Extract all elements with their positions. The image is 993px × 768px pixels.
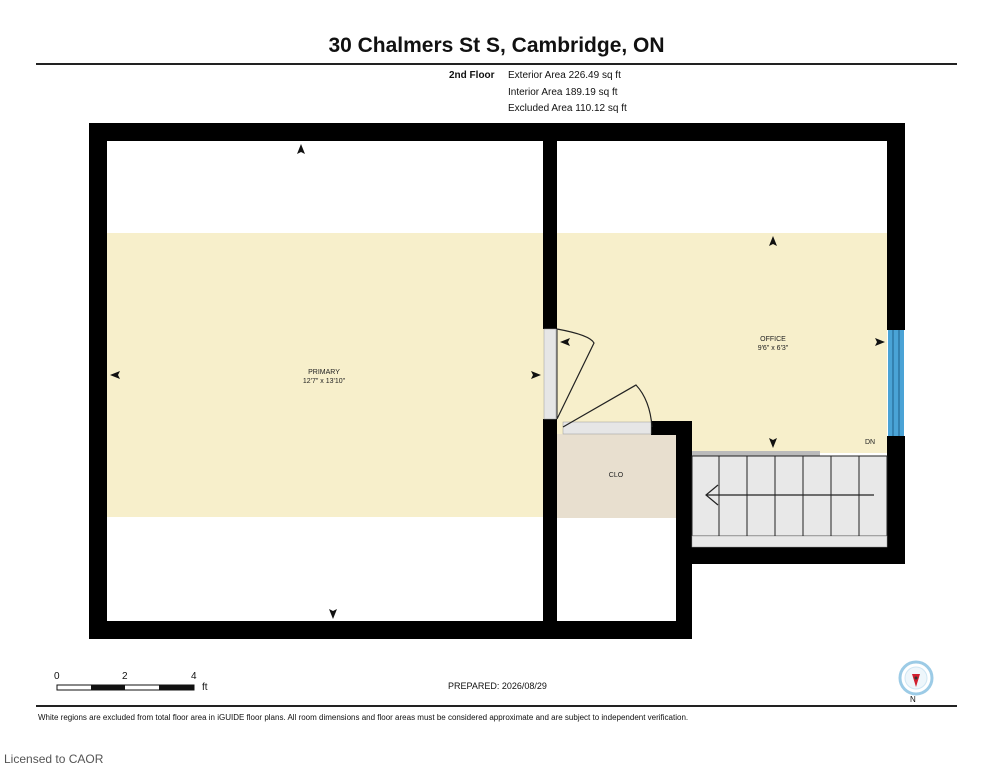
arrow-right-icon	[531, 371, 541, 379]
arrow-left-icon	[110, 371, 120, 379]
arrow-down-icon	[769, 438, 777, 448]
office-included-floor	[557, 233, 887, 453]
scale-bar	[56, 684, 195, 691]
footer-rule	[36, 705, 957, 707]
floor-label: 2nd Floor	[449, 70, 495, 81]
office-door-opening	[543, 328, 557, 420]
excluded-area: Excluded Area 110.12 sq ft	[508, 103, 627, 114]
office-room-dims: 9'6" x 6'3"	[758, 345, 789, 352]
footnote: White regions are excluded from total fl…	[38, 713, 689, 722]
interior-area: Interior Area 189.19 sq ft	[508, 87, 618, 98]
exterior-area: Exterior Area 226.49 sq ft	[508, 70, 621, 81]
arrow-right-icon	[875, 338, 885, 346]
prepared-date: PREPARED: 2026/08/29	[448, 681, 547, 691]
stairs-direction-arrow-icon	[705, 484, 719, 506]
closet-room-name: CLO	[609, 472, 624, 479]
scale-tick-4: 4	[191, 671, 197, 682]
stairs	[691, 451, 888, 548]
stairs-label: DN	[865, 439, 875, 446]
closet-floor	[557, 434, 677, 518]
primary-room-dims: 12'7" x 13'10"	[303, 378, 346, 385]
plan-title: 30 Chalmers St S, Cambridge, ON	[328, 34, 665, 57]
arrow-left-icon	[560, 338, 570, 346]
closet-door-swing	[562, 384, 653, 428]
dimension-arrows	[110, 144, 885, 619]
primary-room-name: PRIMARY	[308, 369, 340, 376]
office-door-swing	[556, 328, 595, 420]
scale-tick-2: 2	[122, 671, 128, 682]
arrow-up-icon	[769, 236, 777, 246]
arrow-down-icon	[329, 609, 337, 619]
compass-icon	[898, 660, 934, 696]
office-room-name: OFFICE	[760, 336, 786, 343]
scale-tick-0: 0	[54, 671, 60, 682]
compass-north-label: N	[910, 695, 916, 704]
scale-unit: ft	[202, 682, 208, 693]
closet-door-opening	[562, 421, 652, 435]
office-window	[888, 330, 904, 436]
walls	[89, 123, 905, 639]
arrow-up-icon	[297, 144, 305, 154]
license-watermark: Licensed to CAOR	[4, 752, 104, 766]
primary-included-floor	[107, 233, 544, 517]
header-rule	[36, 63, 957, 65]
